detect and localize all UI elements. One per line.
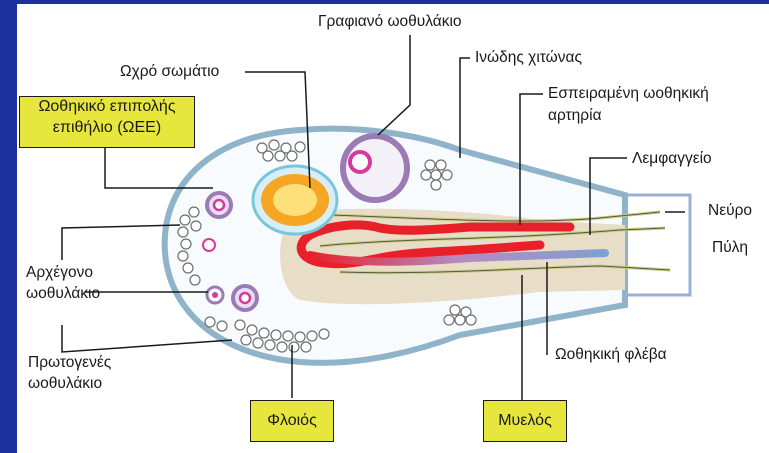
ose-line1: Ωοθηκικό επιπολής bbox=[20, 97, 194, 118]
primary-follicle-oocyte bbox=[214, 200, 224, 210]
label-box-cortex: Φλοιός bbox=[250, 400, 334, 442]
left-frame-bar bbox=[0, 0, 17, 453]
graafian-leader bbox=[378, 35, 410, 135]
primary-follicle-oocyte bbox=[240, 293, 250, 303]
label-box-medulla: Μυελός bbox=[483, 400, 567, 442]
corpus-luteum-center bbox=[273, 184, 317, 216]
graafian-oocyte bbox=[350, 152, 370, 172]
label-lymph-vessel: Λεμφαγγείο bbox=[632, 149, 712, 168]
primordial-oocyte bbox=[212, 292, 218, 298]
label-tunica-albuginea: Ινώδης χιτώνας bbox=[475, 48, 582, 67]
tunica-leader bbox=[460, 58, 470, 158]
label-primordial-line2: ωοθυλάκιο bbox=[26, 284, 100, 303]
label-coiled-artery-line2: αρτηρία bbox=[548, 106, 602, 125]
label-graafian-follicle: Γραφιανό ωοθυλάκιο bbox=[318, 12, 462, 31]
label-nerve: Νεύρο bbox=[708, 201, 752, 220]
label-primordial-line1: Αρχέγονο bbox=[26, 263, 93, 282]
label-coiled-artery-line1: Εσπειραμένη ωοθηκική bbox=[548, 84, 709, 103]
label-ovarian-vein: Ωοθηκική φλέβα bbox=[555, 345, 667, 364]
label-corpus-luteum: Ωχρό σωμάτιο bbox=[120, 62, 219, 81]
label-hilum: Πύλη bbox=[712, 238, 748, 257]
label-primary-line1: Πρωτογενές bbox=[28, 353, 111, 372]
label-primary-line2: ωοθυλάκιο bbox=[28, 374, 102, 393]
primordial-follicle bbox=[203, 239, 215, 251]
top-frame-bar bbox=[17, 0, 769, 4]
label-box-ose: Ωοθηκικό επιπολής επιθήλιο (ΩΕΕ) bbox=[19, 96, 195, 148]
ose-line2: επιθήλιο (ΩΕΕ) bbox=[20, 118, 194, 139]
hilum-bracket bbox=[625, 195, 690, 295]
